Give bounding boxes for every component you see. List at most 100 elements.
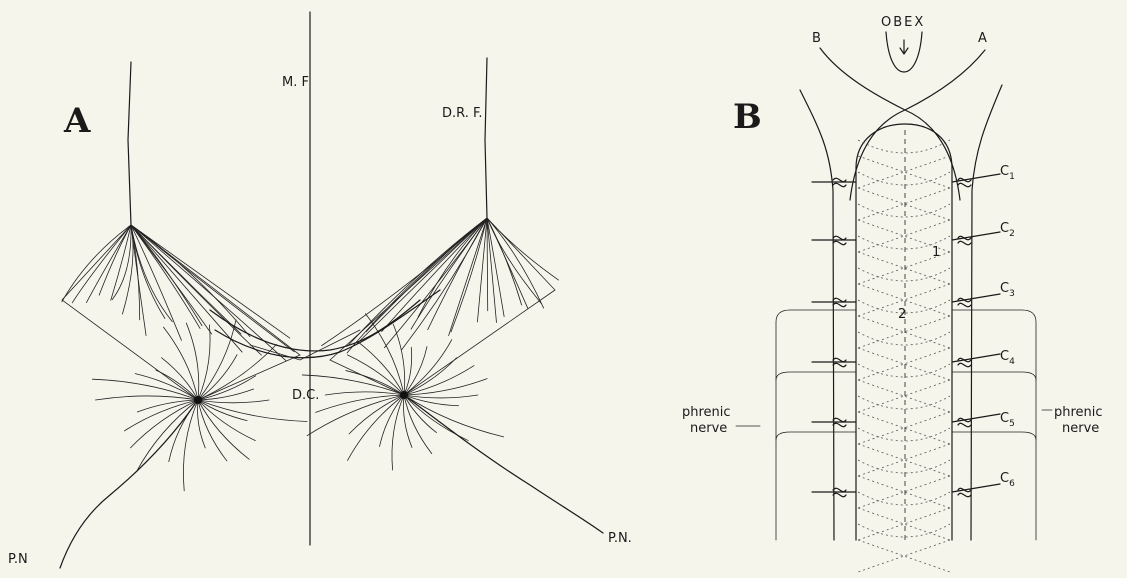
left-soma-dendrite xyxy=(198,400,227,461)
panel-a: A M. F P.N D.R. F. D.C. P.N. xyxy=(8,12,632,568)
cross-line xyxy=(858,476,950,508)
right-soma-dendrite xyxy=(392,395,404,470)
right-soma-dendrite xyxy=(380,395,404,447)
right-neuron-soma xyxy=(400,391,408,399)
left-segment-box-c4 xyxy=(776,372,856,380)
right-soma-dendrite xyxy=(404,347,427,395)
crossing-fiber-3 xyxy=(250,330,360,360)
segment-label-c3: C3 xyxy=(1000,281,1015,299)
left-segment-box-c5 xyxy=(776,432,856,440)
left-dendrite-branch xyxy=(86,225,131,303)
phrenic-right-line2: nerve xyxy=(1062,421,1099,436)
cross-line xyxy=(858,380,950,412)
left-soma-dendrite xyxy=(130,400,198,448)
left-dendritic-tree xyxy=(62,225,307,491)
cross-line xyxy=(858,476,950,508)
left-soma-dendrite xyxy=(198,400,249,459)
segment-label-sub: 4 xyxy=(1009,357,1015,367)
right-soma-dendrite xyxy=(348,395,404,460)
right-dendrite-branch xyxy=(487,218,559,280)
right-soma-dendrite xyxy=(404,366,474,395)
right-soma-dendrite xyxy=(404,395,478,398)
cross-line xyxy=(858,156,950,188)
midline-fissure-label: M. F xyxy=(282,75,309,90)
right-ventral-roots xyxy=(952,174,1000,497)
left-soma-dendrite xyxy=(198,400,206,448)
right-segment-box-c5 xyxy=(952,432,1036,440)
dorsal-root-fiber-label: D.R. F. xyxy=(442,106,483,121)
left-soma-dendrite xyxy=(95,396,198,400)
segment-label-sub: 3 xyxy=(1009,289,1015,299)
right-soma-dendrite xyxy=(346,371,404,395)
right-root-line xyxy=(952,174,1000,182)
right-dendrite-branch xyxy=(487,218,488,311)
cross-line xyxy=(858,508,950,540)
right-soma-dendrite xyxy=(347,355,404,395)
obex-label: OBEX xyxy=(881,15,925,30)
left-neuron xyxy=(60,62,307,568)
cross-line xyxy=(858,412,950,444)
right-cord-outline xyxy=(971,85,1002,540)
right-root-line xyxy=(952,484,1000,492)
left-dendrite-branch xyxy=(72,225,131,303)
right-phrenic-nerve-fiber xyxy=(408,398,603,533)
cross-line xyxy=(858,508,950,540)
right-dendrite-branch xyxy=(384,218,487,348)
segment-label-sub: 6 xyxy=(1009,479,1015,489)
cross-line xyxy=(858,540,950,572)
right-root-line xyxy=(952,354,1000,362)
left-soma-dendrite xyxy=(183,400,198,491)
segment-label-c2: C2 xyxy=(1000,221,1015,239)
left-dendrite-branch xyxy=(131,225,250,337)
cross-arc xyxy=(858,492,950,505)
right-soma-dendrite xyxy=(404,347,412,395)
right-soma-dendrite xyxy=(325,392,404,395)
cross-line xyxy=(858,188,950,220)
right-root-line xyxy=(952,232,1000,240)
cross-arc xyxy=(858,524,950,537)
segment-label-c1: C1 xyxy=(1000,164,1015,182)
left-soma-dendrite xyxy=(198,400,307,422)
segment-label-sub: 1 xyxy=(1009,172,1015,182)
left-soma-dendrite xyxy=(92,379,198,400)
region-2-label: 2 xyxy=(898,307,906,322)
left-soma-dendrite xyxy=(186,323,198,400)
right-segment-box-c4 xyxy=(952,372,1036,380)
left-neuron-soma xyxy=(194,396,202,404)
right-root-line xyxy=(952,414,1000,422)
cross-arc xyxy=(858,428,950,441)
obex-arrow-icon xyxy=(900,40,908,54)
panel-b: B B A OBEX C1C2C3C4C5C6 1 2 phrenic nerv… xyxy=(682,15,1103,572)
right-soma-dendrite xyxy=(316,395,404,412)
cross-arc xyxy=(858,332,950,345)
cross-arc xyxy=(858,172,950,185)
cross-line xyxy=(858,380,950,412)
left-cord-outline xyxy=(800,90,834,540)
segment-label-sub: 2 xyxy=(1009,229,1015,239)
phrenic-right-line1: phrenic xyxy=(1054,405,1103,420)
phrenic-left-line1: phrenic xyxy=(682,405,731,420)
left-dendrite-branch xyxy=(131,225,140,320)
crossing-fiber-2 xyxy=(215,290,440,358)
right-dendrite-branch xyxy=(487,218,522,305)
right-soma-dendrite xyxy=(404,395,436,433)
left-soma-dendrite xyxy=(137,400,198,412)
panel-a-label: A xyxy=(63,101,91,141)
cross-line xyxy=(858,540,950,572)
right-fan-outline xyxy=(330,218,555,395)
tract-b xyxy=(820,48,960,200)
segment-label-c4: C4 xyxy=(1000,349,1015,367)
right-neuron-axon xyxy=(485,58,487,218)
cross-line xyxy=(858,444,950,476)
crossing-pattern xyxy=(858,140,950,572)
root-b-label: B xyxy=(812,31,821,46)
dc-label: D.C. xyxy=(292,388,319,403)
cross-arc xyxy=(858,364,950,377)
phrenic-left-line2: nerve xyxy=(690,421,727,436)
pn-left-label: P.N xyxy=(8,552,28,567)
cross-line xyxy=(858,348,950,380)
right-dendritic-tree xyxy=(302,218,558,470)
